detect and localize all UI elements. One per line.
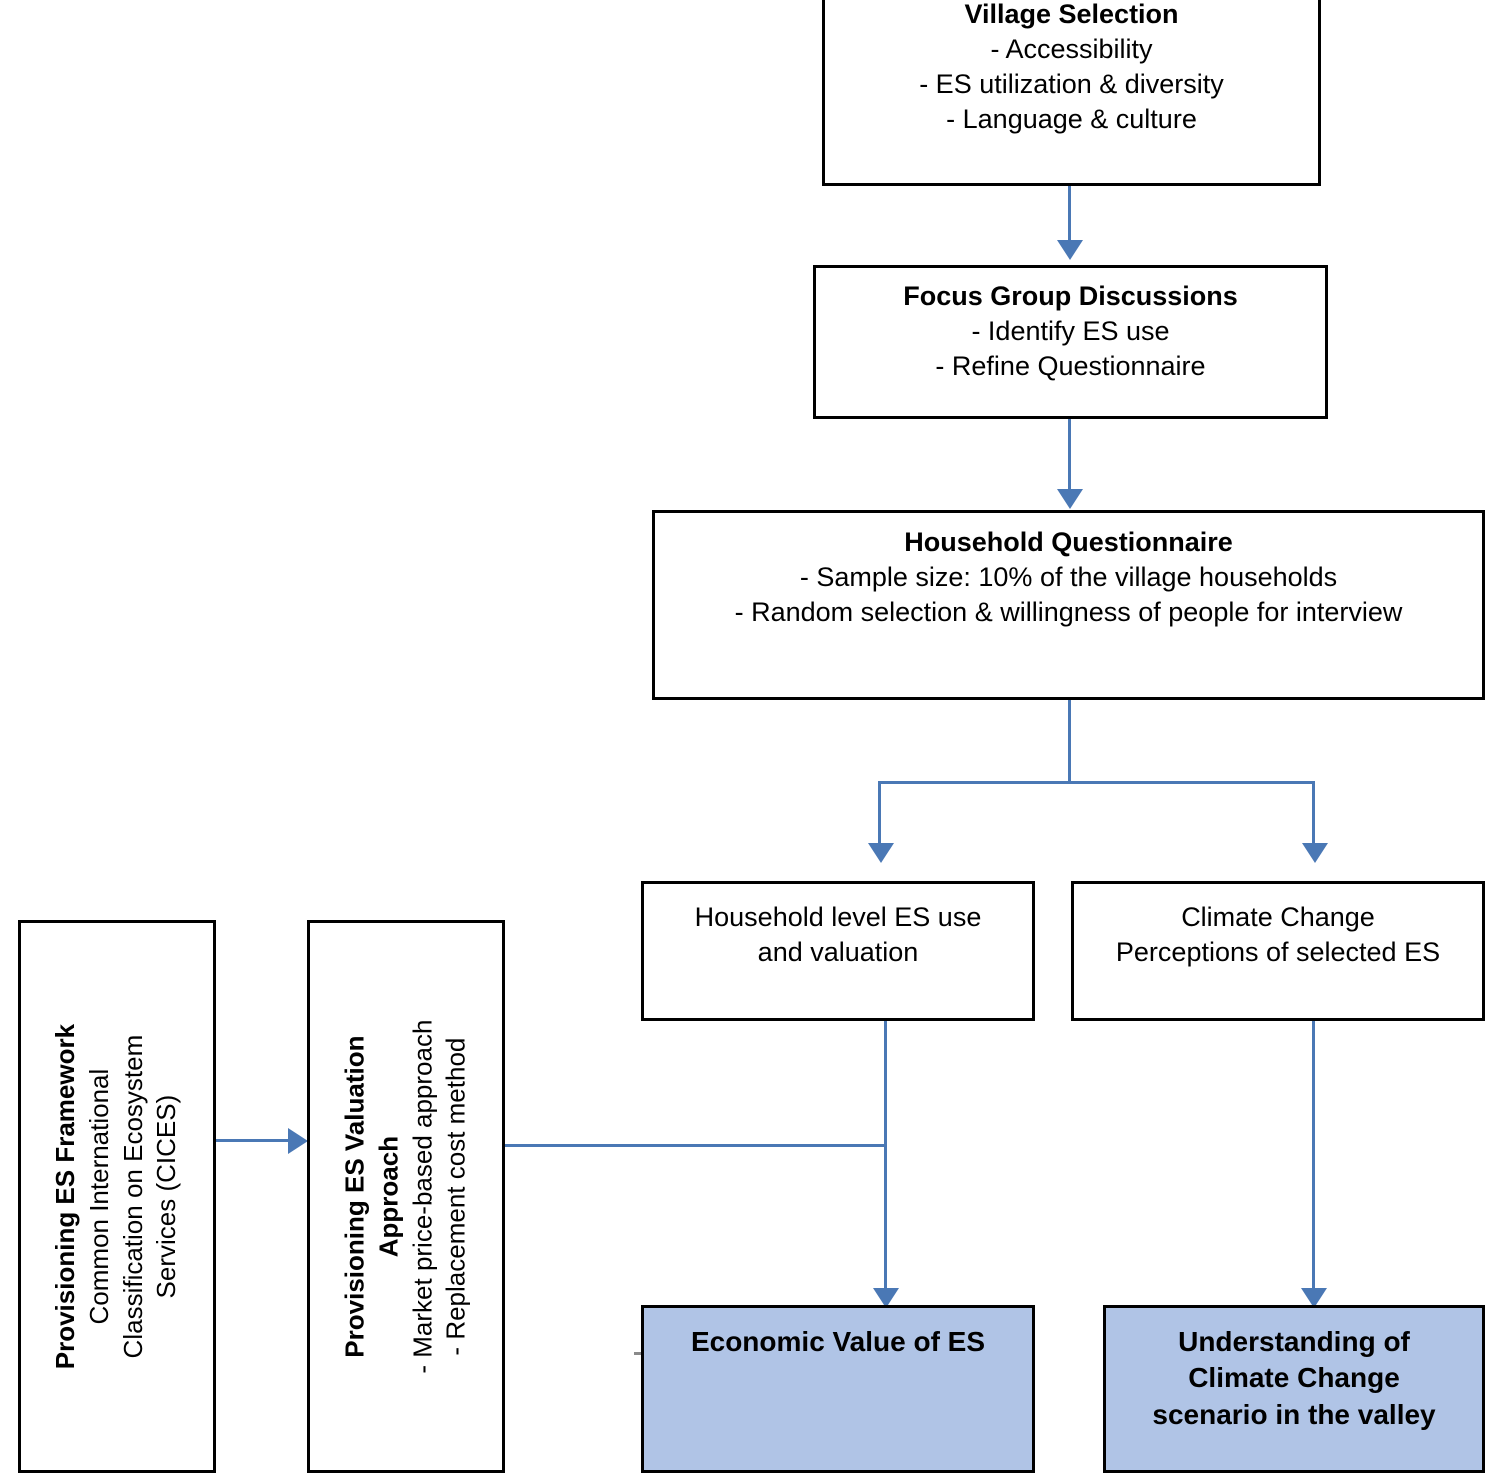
provisioning-es-valuation-line-2: - Replacement cost method [440,1037,471,1356]
provisioning-es-framework-line-2: Classification on Ecosystem [118,1034,148,1359]
edge-framework-to-valuation-arrow [288,1128,308,1154]
household-level-es-use-line-1: Household level ES use [694,902,982,932]
left-tick-marker [634,1352,646,1355]
provisioning-es-framework-line-1: Common International [84,1068,115,1325]
node-household-level-es-use[interactable]: Household level ES use and valuation [641,881,1035,1021]
provisioning-es-framework-title: Provisioning ES Framework [50,1023,81,1370]
edge-questionnaire-to-climate-perceptions-line [1312,781,1315,846]
edge-questionnaire-to-household-es-use-arrow [868,843,894,863]
node-provisioning-es-framework[interactable]: Provisioning ES Framework Common Interna… [18,920,216,1473]
economic-value-title: Economic Value of ES [690,1326,986,1357]
edge-questionnaire-bus [878,781,1315,784]
edge-village-to-focus-group-arrow [1057,240,1083,260]
climate-change-perceptions-line-1: Climate Change [1181,902,1375,932]
village-selection-line-2: - ES utilization & diversity [919,69,1224,100]
edge-questionnaire-to-climate-perceptions-arrow [1302,843,1328,863]
edge-village-to-focus-group-line [1068,186,1071,242]
household-level-es-use-line-2: and valuation [757,937,919,968]
focus-group-line-1: - Identify ES use [971,316,1170,347]
edge-valuation-to-economic-value-line [505,1144,887,1147]
household-questionnaire-title: Household Questionnaire [904,527,1233,557]
edge-focus-group-to-questionnaire-line [1068,419,1071,491]
edge-framework-to-valuation-line [216,1139,291,1142]
node-provisioning-es-valuation-approach[interactable]: Provisioning ES Valuation Approach - Mar… [307,920,505,1473]
village-selection-line-1: - Accessibility [990,34,1153,65]
node-village-selection[interactable]: Village Selection - Accessibility - ES u… [822,0,1321,186]
node-understanding-climate-change[interactable]: Understanding of Climate Change scenario… [1103,1305,1485,1473]
household-questionnaire-line-1: - Sample size: 10% of the village househ… [799,562,1338,593]
village-selection-line-3: - Language & culture [946,104,1197,135]
provisioning-es-valuation-text: Provisioning ES Valuation Approach - Mar… [338,1019,473,1373]
node-economic-value-of-es[interactable]: Economic Value of ES [641,1305,1035,1473]
edge-questionnaire-to-household-es-use-line [878,781,881,846]
edge-household-es-use-to-economic-value-line [884,1021,887,1291]
node-focus-group-discussions[interactable]: Focus Group Discussions - Identify ES us… [813,265,1328,419]
node-climate-change-perceptions[interactable]: Climate Change Perceptions of selected E… [1071,881,1485,1021]
understanding-climate-change-line-1: Understanding of [1178,1326,1410,1357]
household-questionnaire-line-2: - Random selection & willingness of peop… [734,597,1403,628]
understanding-climate-change-line-2: Climate Change [1188,1362,1400,1394]
understanding-climate-change-line-3: scenario in the valley [1152,1398,1436,1430]
edge-household-es-use-to-economic-value-arrow [873,1288,899,1308]
provisioning-es-valuation-title-line-2: Approach [373,1135,404,1258]
provisioning-es-framework-text: Provisioning ES Framework Common Interna… [49,1024,184,1369]
focus-group-title: Focus Group Discussions [903,281,1238,311]
focus-group-line-2: - Refine Questionnaire [935,351,1206,382]
edge-climate-perceptions-to-understanding-arrow [1301,1288,1327,1308]
village-selection-title: Village Selection [964,0,1179,29]
climate-change-perceptions-line-2: Perceptions of selected ES [1115,937,1441,968]
edge-climate-perceptions-to-understanding-line [1312,1021,1315,1291]
edge-focus-group-to-questionnaire-arrow [1057,489,1083,509]
provisioning-es-framework-line-3: Services (CICES) [151,1094,182,1299]
provisioning-es-valuation-title-line-1: Provisioning ES Valuation [339,1035,370,1358]
node-household-questionnaire[interactable]: Household Questionnaire - Sample size: 1… [652,510,1485,700]
provisioning-es-valuation-line-1: - Market price-based approach [407,1019,437,1374]
edge-questionnaire-trunk [1068,700,1071,784]
